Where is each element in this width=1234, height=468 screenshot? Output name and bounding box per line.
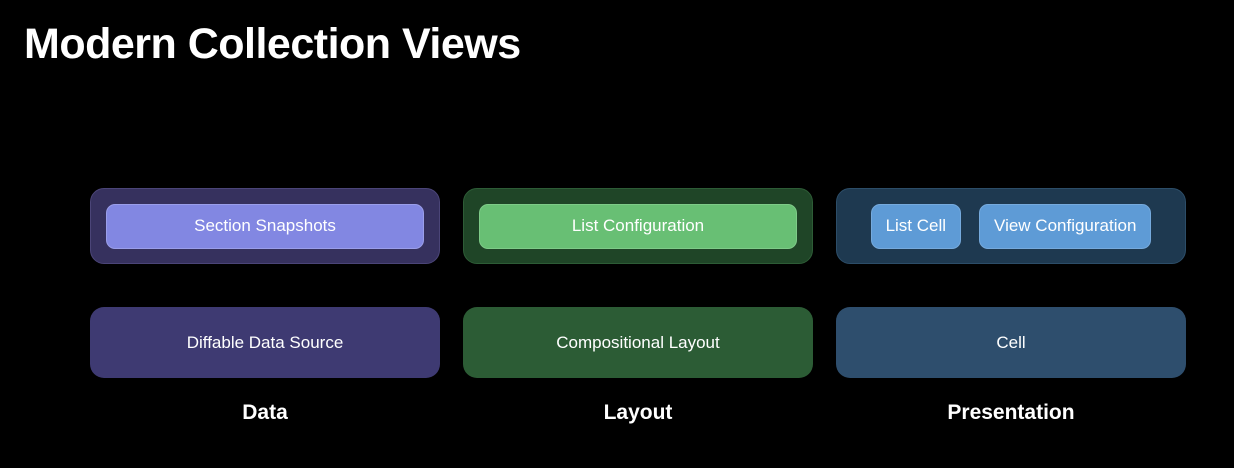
column-caption-layout: Layout <box>603 401 673 424</box>
group-container-layout: List Configuration <box>463 188 813 264</box>
architecture-columns: Section Snapshots Diffable Data Source D… <box>90 188 1186 426</box>
pill-section-snapshots[interactable]: Section Snapshots <box>106 203 424 249</box>
pill-list-configuration[interactable]: List Configuration <box>479 203 797 249</box>
card-diffable-data-source[interactable]: Diffable Data Source <box>90 307 440 378</box>
pill-view-configuration[interactable]: View Configuration <box>979 203 1152 249</box>
card-cell[interactable]: Cell <box>836 307 1186 378</box>
group-container-presentation: List Cell View Configuration <box>836 188 1186 264</box>
pill-list-cell[interactable]: List Cell <box>870 203 962 249</box>
page-title: Modern Collection Views <box>24 20 521 68</box>
column-layout: List Configuration Compositional Layout … <box>463 188 813 426</box>
card-compositional-layout[interactable]: Compositional Layout <box>463 307 813 378</box>
column-caption-presentation: Presentation <box>947 401 1075 424</box>
column-presentation: List Cell View Configuration Cell Presen… <box>836 188 1186 426</box>
group-container-data: Section Snapshots <box>90 188 440 264</box>
column-caption-data: Data <box>242 401 288 424</box>
column-data: Section Snapshots Diffable Data Source D… <box>90 188 440 426</box>
